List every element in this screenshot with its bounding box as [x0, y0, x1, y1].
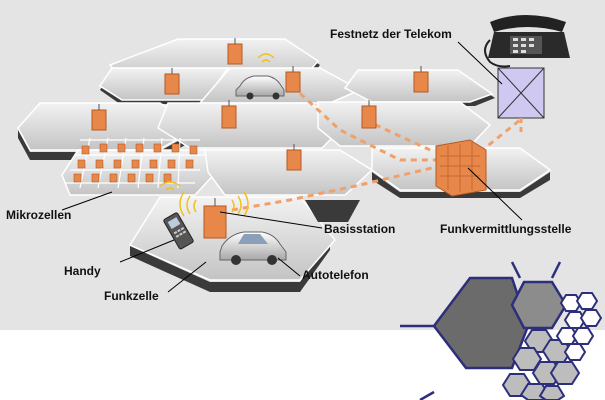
- base-station-icon: [413, 66, 429, 93]
- base-station-icon: [164, 68, 180, 95]
- base-station-icon: [227, 38, 243, 65]
- cell: [317, 101, 492, 147]
- cell-side: [305, 200, 360, 222]
- micro-stations: [73, 143, 198, 183]
- handy-icon: [163, 212, 194, 250]
- cell: [98, 67, 230, 101]
- honeycomb-logo: [400, 261, 603, 400]
- base-station-icon: [286, 144, 302, 171]
- label-autotelefon: Autotelefon: [302, 268, 369, 282]
- cell-side: [130, 240, 330, 292]
- base-station-icon: [285, 66, 301, 93]
- base-stations: [91, 38, 429, 239]
- hexagon-large: [432, 276, 530, 370]
- base-station-icon: [203, 198, 227, 239]
- base-station-icon: [221, 100, 237, 129]
- switching-center-icon: [435, 139, 487, 197]
- base-station-icon: [361, 100, 377, 129]
- base-station-icon: [91, 104, 107, 131]
- network-switch-box: [497, 67, 545, 135]
- cell: [204, 149, 374, 196]
- label-funkzelle: Funkzelle: [104, 289, 159, 303]
- telephone-icon: [484, 15, 570, 68]
- radio-waves: [159, 53, 275, 217]
- label-handy: Handy: [64, 264, 101, 278]
- label-basisstation: Basisstation: [324, 222, 396, 236]
- label-funkvermittlungsstelle: Funkvermittlungsstelle: [440, 222, 572, 236]
- car-icon: [219, 231, 287, 265]
- label-festnetz: Festnetz der Telekom: [330, 27, 452, 41]
- hexagon-medium: [510, 280, 568, 330]
- leader-lines: [61, 41, 523, 293]
- cell-grid: [17, 38, 552, 292]
- car-icon: [235, 75, 285, 100]
- label-mikrozellen: Mikrozellen: [6, 208, 72, 222]
